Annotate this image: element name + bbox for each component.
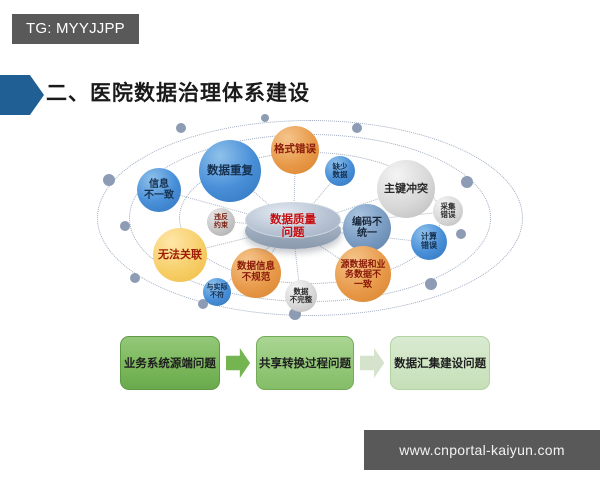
- title-arrow-icon: [0, 75, 44, 115]
- bubble-label: 格式错误: [274, 143, 316, 156]
- center-node-label: 数据质量 问题: [270, 214, 316, 240]
- bubble-label: 编码不统一: [352, 216, 382, 239]
- bubble-label: 计算错误: [421, 232, 437, 250]
- bubble-label: 违反约束: [214, 214, 228, 229]
- bubble-bianma-butongyi[interactable]: 编码不统一: [343, 204, 391, 252]
- bubble-weifan-yueshu[interactable]: 违反约束: [207, 208, 235, 236]
- problem-source-flow: 业务系统源端问题 共享转换过程问题 数据汇集建设问题: [120, 336, 490, 390]
- bubble-label: 采集错误: [440, 201, 456, 219]
- bubble-shuju-chongfu[interactable]: 数据重复: [199, 140, 261, 202]
- bubble-label: 无法关联: [158, 248, 202, 261]
- center-disc-face: [245, 202, 341, 238]
- telegram-watermark-badge: TG: MYYJJPP: [12, 14, 139, 44]
- bubble-label: 缺少数据: [332, 161, 348, 179]
- bubble-jisuan-cuowu[interactable]: 计算错误: [411, 224, 447, 260]
- bubble-shuju-xinxi-buguifan[interactable]: 数据信息不规范: [231, 248, 281, 298]
- bubble-label: 主键冲突: [384, 182, 428, 195]
- network-node-dot-2: [120, 221, 130, 231]
- bubble-yu-shiji-bufu[interactable]: 与实际不符: [203, 278, 231, 306]
- network-node-dot-3: [176, 123, 186, 133]
- network-node-dot-7: [456, 229, 466, 239]
- bubble-label: 信息不一致: [144, 178, 174, 201]
- bubble-label: 与实际不符: [206, 284, 228, 299]
- bubble-geshi-cuowu[interactable]: 格式错误: [271, 126, 319, 174]
- slide-title-band: 二、医院数据治理体系建设: [0, 72, 600, 118]
- network-node-dot-10: [198, 299, 208, 309]
- network-node-dot-6: [461, 176, 473, 188]
- center-node-data-quality-problem[interactable]: 数据质量 问题: [245, 202, 341, 252]
- bubble-label: 数据不完整: [289, 286, 313, 304]
- bubble-label: 源数据和业务数据不一致: [340, 258, 386, 290]
- bubble-label: 数据重复: [207, 164, 253, 177]
- network-node-dot-4: [261, 114, 269, 122]
- flow-arrow-icon-1: [225, 348, 251, 378]
- page-title: 二、医院数据治理体系建设: [46, 82, 310, 105]
- network-node-dot-5: [352, 123, 362, 133]
- flow-step-data-aggregation-construction[interactable]: 数据汇集建设问题: [390, 336, 490, 390]
- network-node-dot-1: [103, 174, 115, 186]
- bubble-wufa-guanlian[interactable]: 无法关联: [153, 228, 207, 282]
- bubble-queshao-shuju[interactable]: 缺少数据: [325, 156, 355, 186]
- outer-dotted-ellipse: [97, 120, 523, 316]
- bubble-yuanshuju-buyizhi[interactable]: 源数据和业务数据不一致: [335, 246, 391, 302]
- data-quality-bubble-diagram: 数据重复 格式错误信息不一致 缺少数据主键冲突违反约束 采集错误编码不统一计算错误无法…: [95, 114, 525, 333]
- bubble-label: 数据信息不规范: [236, 261, 275, 283]
- flow-arrow-icon-2: [359, 348, 385, 378]
- bubble-zhujian-chongtu[interactable]: 主键冲突: [377, 160, 435, 218]
- center-label-line-2: 问题: [281, 227, 305, 239]
- bubble-shuju-buwanzheng[interactable]: 数据不完整: [285, 280, 317, 312]
- bubble-caiji-cuowu[interactable]: 采集错误: [433, 196, 463, 226]
- footer-url-watermark: www.cnportal-kaiyun.com: [364, 430, 600, 470]
- center-label-line-1: 数据质量: [270, 213, 316, 226]
- network-node-dot-8: [425, 278, 437, 290]
- footer-url-text: www.cnportal-kaiyun.com: [399, 442, 565, 458]
- network-node-dot-11: [130, 273, 140, 283]
- flow-step-share-conversion-process[interactable]: 共享转换过程问题: [256, 336, 354, 390]
- flow-step-business-system-source[interactable]: 业务系统源端问题: [120, 336, 220, 390]
- bubble-xinxi-buyizhi[interactable]: 信息不一致: [137, 168, 181, 212]
